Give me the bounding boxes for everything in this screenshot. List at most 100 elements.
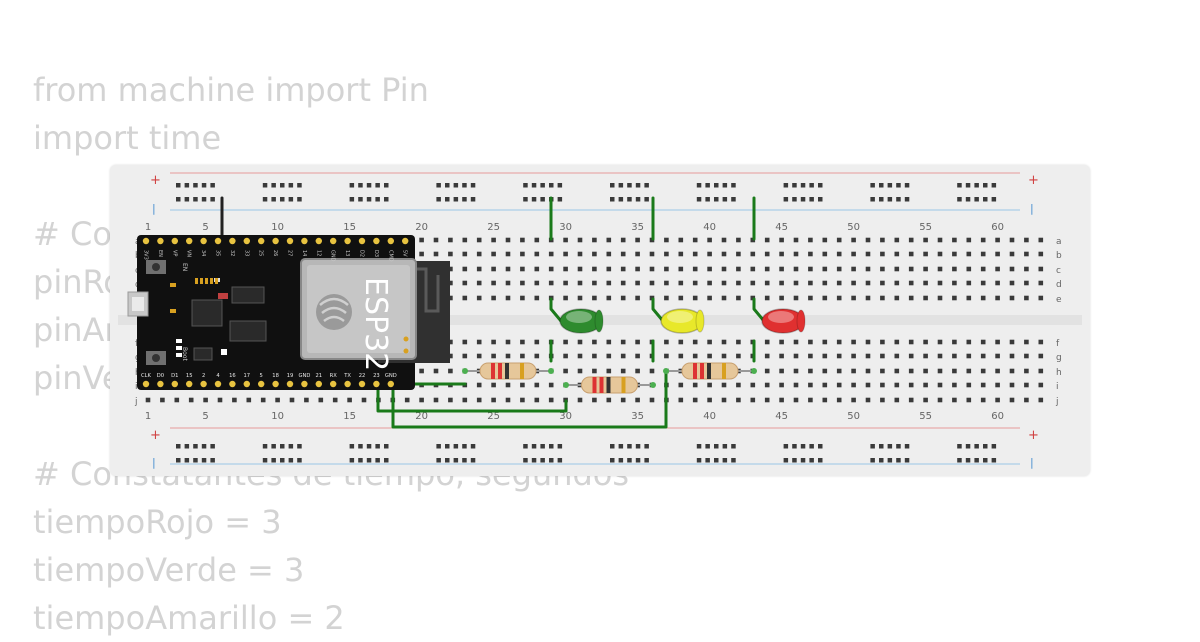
code-line: import time xyxy=(33,119,222,157)
breadboard-hole xyxy=(577,295,583,301)
usb-chip xyxy=(191,299,223,327)
rail-hole xyxy=(870,458,875,463)
rail-hole xyxy=(644,197,649,202)
esp32-pin xyxy=(258,380,265,388)
breadboard-hole xyxy=(664,339,669,345)
rail-hole xyxy=(714,444,719,449)
led-highlight xyxy=(768,311,794,323)
rail-hole xyxy=(523,458,528,463)
breadboard-hole xyxy=(721,295,727,301)
rail-hole xyxy=(644,458,649,463)
breadboard-hole xyxy=(836,237,842,243)
breadboard-hole xyxy=(692,266,698,272)
breadboard-hole xyxy=(995,353,1000,359)
breadboard-hole xyxy=(721,397,727,403)
rail-hole xyxy=(262,183,268,188)
rail-hole xyxy=(193,444,198,449)
breadboard-hole xyxy=(462,266,468,272)
column-number: 55 xyxy=(919,411,932,422)
breadboard-hole xyxy=(894,237,900,243)
esp32-pin xyxy=(402,237,409,245)
breadboard-hole xyxy=(750,397,756,403)
breadboard-hole xyxy=(822,339,828,345)
row-letter: j xyxy=(134,397,138,407)
rail-hole xyxy=(470,458,476,463)
breadboard-hole xyxy=(606,339,612,345)
breadboard-hole xyxy=(980,382,986,388)
rail-hole xyxy=(610,183,615,188)
breadboard-hole xyxy=(491,397,496,403)
rail-minus-label: | xyxy=(152,456,156,469)
breadboard-hole xyxy=(721,339,727,345)
rail-hole xyxy=(696,458,702,463)
breadboard-hole xyxy=(649,280,655,286)
esp32-pin xyxy=(243,237,250,245)
breadboard-hole xyxy=(548,266,554,272)
breadboard-hole xyxy=(764,382,770,388)
breadboard-hole xyxy=(937,237,943,243)
breadboard-hole xyxy=(1038,280,1044,286)
breadboard-hole xyxy=(851,295,856,301)
breadboard-hole xyxy=(779,353,784,359)
rail-hole xyxy=(366,444,372,449)
smd-part xyxy=(210,278,213,284)
rail-hole xyxy=(531,183,537,188)
esp32-module xyxy=(307,265,410,353)
breadboard-hole xyxy=(678,397,684,403)
rail-hole xyxy=(262,197,268,202)
rail-hole xyxy=(210,444,215,449)
esp32-pin xyxy=(344,380,351,388)
breadboard-hole xyxy=(966,266,972,272)
esp32-pin-label: 13 xyxy=(344,250,350,256)
rail-hole xyxy=(809,197,814,202)
row-letter: j xyxy=(1055,397,1059,407)
breadboard-hole xyxy=(577,353,583,359)
esp32-pin xyxy=(229,380,236,388)
rail-hole xyxy=(705,458,710,463)
rail-hole xyxy=(445,444,450,449)
rail-hole xyxy=(618,183,624,188)
breadboard-hole xyxy=(865,251,871,257)
rail-hole xyxy=(904,458,910,463)
esp32-pin xyxy=(387,237,394,245)
breadboard-hole xyxy=(606,251,612,257)
rail-hole xyxy=(201,444,207,449)
breadboard-hole xyxy=(865,266,871,272)
rail-hole xyxy=(618,444,624,449)
rail-hole xyxy=(384,444,389,449)
breadboard-hole xyxy=(793,339,799,345)
breadboard-hole xyxy=(1038,368,1044,374)
smd-part xyxy=(176,353,182,357)
breadboard-hole xyxy=(952,266,957,272)
breadboard-hole xyxy=(664,251,669,257)
breadboard-hole xyxy=(923,295,928,301)
column-number: 30 xyxy=(559,222,572,233)
breadboard-hole xyxy=(462,237,468,243)
esp32-pin-label: D3 xyxy=(373,250,379,257)
breadboard-hole xyxy=(304,397,309,403)
breadboard-hole xyxy=(620,353,626,359)
breadboard-hole xyxy=(707,266,712,272)
breadboard-hole xyxy=(880,397,885,403)
rail-hole xyxy=(722,197,728,202)
breadboard-hole xyxy=(577,266,583,272)
breadboard-hole xyxy=(952,353,957,359)
rail-hole xyxy=(531,197,537,202)
esp32-pin xyxy=(214,237,222,245)
rail-hole xyxy=(983,183,988,188)
breadboard-hole xyxy=(217,397,223,403)
row-letter: e xyxy=(1056,295,1062,305)
esp32-pin-label: 17 xyxy=(243,373,250,379)
breadboard-hole xyxy=(865,368,871,374)
breadboard-hole xyxy=(995,339,1000,345)
esp32-pin xyxy=(358,380,366,388)
esp32-pin xyxy=(330,237,337,245)
breadboard-hole xyxy=(534,266,540,272)
rail-hole xyxy=(896,458,901,463)
breadboard-hole xyxy=(620,339,626,345)
rail-hole xyxy=(375,458,380,463)
breadboard-hole xyxy=(822,368,828,374)
rail-hole xyxy=(210,458,215,463)
breadboard-hole xyxy=(736,266,741,272)
row-letter: h xyxy=(1056,368,1062,378)
